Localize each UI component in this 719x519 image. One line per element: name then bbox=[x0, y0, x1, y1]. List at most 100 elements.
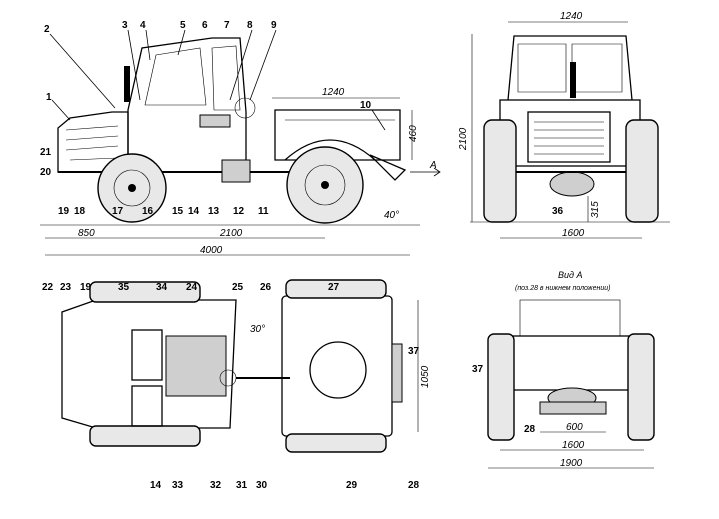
leader-4 bbox=[145, 29, 151, 61]
front-left-tire bbox=[483, 119, 517, 223]
top-platform bbox=[131, 385, 163, 427]
callout-17: 17 bbox=[112, 206, 124, 217]
view-a-note: (поз.28 в нижнем положении) bbox=[515, 285, 610, 292]
view-a-left-tire bbox=[487, 333, 515, 441]
dim-front-track: 1600 bbox=[562, 228, 585, 239]
cab-frame bbox=[127, 37, 247, 172]
dim-trailer-width: 1050 bbox=[420, 365, 431, 388]
trailer-tailgate bbox=[391, 343, 403, 403]
leader-8 bbox=[229, 29, 253, 101]
exhaust-pipe bbox=[124, 66, 130, 102]
cab-window-rear bbox=[211, 45, 241, 111]
leader-1 bbox=[51, 99, 71, 121]
front-cab bbox=[507, 35, 633, 101]
top-front-left-tire bbox=[89, 281, 201, 303]
view-a: Вид А (поз.28 в нижнем положении) 600 16… bbox=[472, 270, 655, 469]
callout-21: 21 bbox=[40, 147, 52, 158]
front-view: 1240 2100 1600 315 36 bbox=[458, 11, 670, 239]
dim-total: 4000 bbox=[200, 245, 223, 256]
callout-19: 19 bbox=[58, 206, 70, 217]
callout-1: 1 bbox=[46, 92, 52, 103]
callout-28-top: 28 bbox=[408, 480, 420, 491]
callout-37-view-a: 37 bbox=[472, 364, 484, 375]
callout-2: 2 bbox=[44, 24, 50, 35]
callout-28-view-a: 28 bbox=[524, 424, 536, 435]
front-body bbox=[499, 99, 641, 167]
leader-3 bbox=[127, 29, 141, 101]
callout-12: 12 bbox=[233, 206, 245, 217]
callout-22: 22 bbox=[42, 282, 54, 293]
callout-26: 26 bbox=[260, 282, 272, 293]
view-arrow-a bbox=[410, 167, 441, 177]
side-view: 1240 460 850 2100 4000 40° A 1 2 3 4 5 6… bbox=[40, 20, 441, 256]
dim-overall: 1900 bbox=[560, 458, 583, 469]
steering-wheel bbox=[234, 97, 256, 119]
top-gearbox bbox=[165, 335, 227, 397]
dim-front-width: 1240 bbox=[560, 11, 583, 22]
leader-5 bbox=[177, 29, 186, 56]
callout-5: 5 bbox=[180, 20, 186, 31]
tipper-arm bbox=[369, 154, 407, 181]
callout-37-top: 37 bbox=[408, 346, 420, 357]
callout-20: 20 bbox=[40, 167, 52, 178]
dim-clearance: 315 bbox=[590, 201, 601, 218]
view-a-right-tire bbox=[627, 333, 655, 441]
dim-front-height: 2100 bbox=[458, 127, 469, 151]
leader-10 bbox=[371, 109, 386, 131]
callout-3: 3 bbox=[122, 20, 128, 31]
trailer-fender bbox=[284, 139, 376, 161]
grille-slats bbox=[534, 121, 604, 155]
rear-hub bbox=[304, 164, 346, 206]
trailer-tipper-disk bbox=[309, 341, 367, 399]
dim-top-angle: 30° bbox=[250, 324, 265, 335]
callout-7: 7 bbox=[224, 20, 230, 31]
coupling bbox=[221, 159, 251, 183]
callout-9: 9 bbox=[271, 20, 277, 31]
callout-33: 33 bbox=[172, 480, 184, 491]
callout-19-top: 19 bbox=[80, 282, 92, 293]
callout-25: 25 bbox=[232, 282, 244, 293]
dim-width: 1240 bbox=[322, 87, 345, 98]
callout-34: 34 bbox=[156, 282, 168, 293]
dim-wheelbase: 2100 bbox=[219, 228, 243, 239]
front-exhaust bbox=[570, 62, 576, 98]
trailer-box bbox=[274, 109, 401, 161]
callout-29: 29 bbox=[346, 480, 358, 491]
callout-4: 4 bbox=[140, 20, 146, 31]
front-axle-housing bbox=[549, 171, 595, 197]
callout-24: 24 bbox=[186, 282, 198, 293]
callout-15: 15 bbox=[172, 206, 184, 217]
top-seat bbox=[131, 329, 163, 381]
dim-front: 850 bbox=[78, 228, 95, 239]
trailer-top bbox=[281, 295, 393, 437]
view-a-top bbox=[519, 299, 621, 337]
callout-8: 8 bbox=[247, 20, 253, 31]
dim-inner: 600 bbox=[566, 422, 583, 433]
callout-11: 11 bbox=[258, 206, 269, 217]
dim-angle: 40° bbox=[384, 210, 399, 221]
leader-2 bbox=[49, 33, 116, 109]
view-a-support bbox=[539, 401, 607, 415]
callout-35: 35 bbox=[118, 282, 130, 293]
cab-window-front bbox=[144, 47, 207, 106]
callout-6: 6 bbox=[202, 20, 208, 31]
leader-9 bbox=[249, 29, 277, 101]
view-a-title: Вид А bbox=[558, 270, 583, 280]
callout-14-top: 14 bbox=[150, 480, 162, 491]
top-rear-right-tire bbox=[285, 433, 387, 453]
top-rear-left-tire bbox=[285, 279, 387, 299]
top-view: 1050 30° 22 23 19 35 34 24 25 26 27 37 1… bbox=[42, 279, 431, 491]
dim-height: 460 bbox=[408, 125, 419, 142]
callout-14: 14 bbox=[188, 206, 200, 217]
front-axle bbox=[128, 184, 136, 192]
engine-details bbox=[65, 125, 119, 161]
callout-18: 18 bbox=[74, 206, 86, 217]
callout-27: 27 bbox=[328, 282, 340, 293]
seat bbox=[199, 114, 231, 128]
callout-16: 16 bbox=[142, 206, 154, 217]
front-right-tire bbox=[625, 119, 659, 223]
callout-36: 36 bbox=[552, 206, 564, 217]
front-hub bbox=[113, 169, 151, 207]
dim-view-a-track: 1600 bbox=[562, 440, 585, 451]
